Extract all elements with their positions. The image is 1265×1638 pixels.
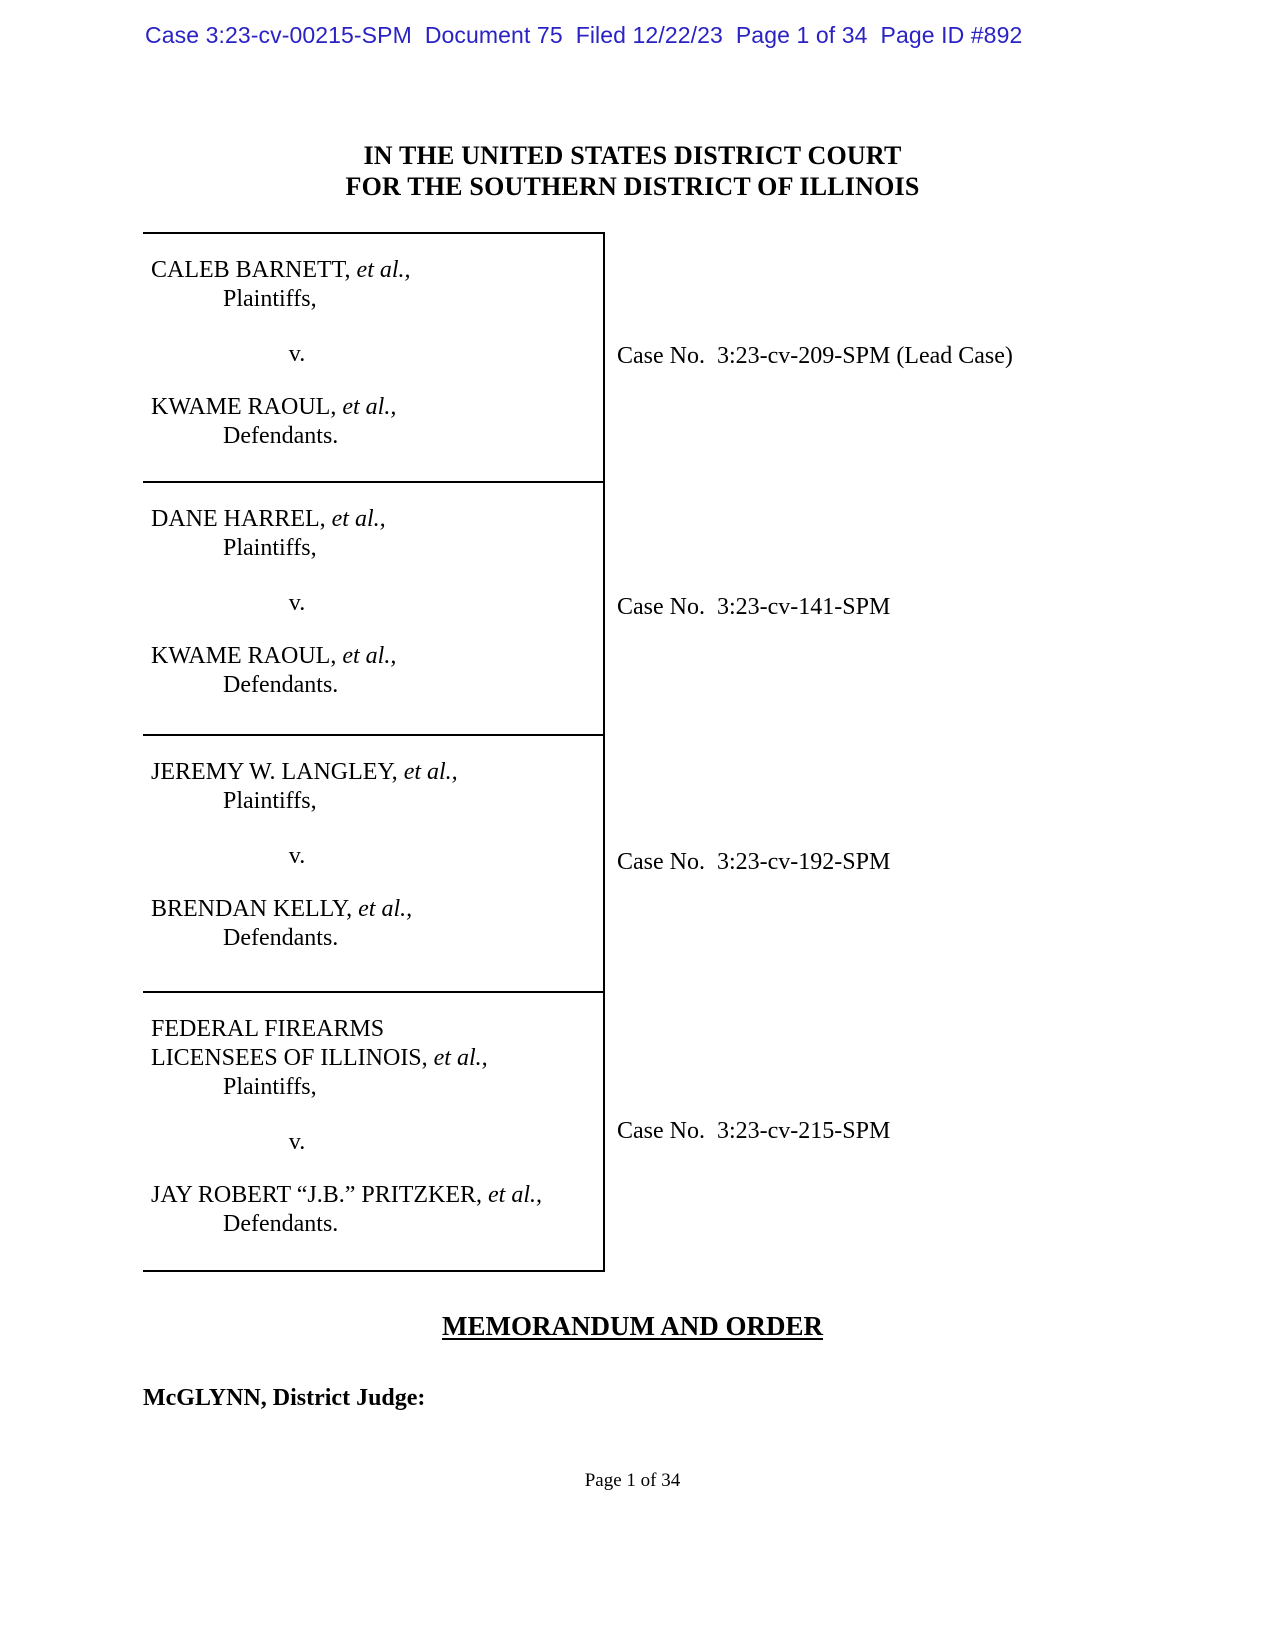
ecf-page-id: Page ID #892 [880,22,1023,48]
plaintiff-name: DANE HARREL, et al., [151,505,593,534]
caption-case-number-cell: Case No. 3:23-cv-215-SPM [605,991,1088,1272]
case-number: Case No. 3:23-cv-192-SPM [617,849,891,875]
plaintiff-name: JEREMY W. LANGLEY, et al., [151,758,593,787]
ecf-document-number: Document 75 [424,22,563,48]
defendant-etal: et al., [482,1182,543,1208]
plaintiff-role: Plaintiffs, [223,788,317,814]
defendant-name: KWAME RAOUL, et al., [151,642,593,671]
defendant-etal: et al., [336,394,397,420]
court-title-line-1: IN THE UNITED STATES DISTRICT COURT [363,141,902,170]
defendant-name-text: KWAME RAOUL, [151,394,337,420]
caption-block: FEDERAL FIREARMS LICENSEES OF ILLINOIS, … [143,991,1088,1272]
case-number: Case No. 3:23-cv-141-SPM [617,594,891,620]
plaintiff-name-text: DANE HARREL, [151,506,326,532]
judge-signature-line: McGLYNN, District Judge: [143,1385,426,1411]
defendant-name-text: JAY ROBERT “J.B.” PRITZKER, [151,1182,483,1208]
defendant-name-text: BRENDAN KELLY, [151,896,353,922]
versus-label: v. [288,843,306,869]
defendant-name: KWAME RAOUL, et al., [151,393,593,422]
defendant-etal: et al., [336,643,397,669]
defendant-role: Defendants. [223,925,339,951]
court-title-line-2: FOR THE SOUTHERN DISTRICT OF ILLINOIS [345,172,920,201]
document-heading: MEMORANDUM AND ORDER [0,1311,1265,1342]
versus-label: v. [288,341,306,367]
defendant-role: Defendants. [223,423,339,449]
plaintiff-name-text: CALEB BARNETT, [151,257,351,283]
caption-parties: FEDERAL FIREARMS LICENSEES OF ILLINOIS, … [143,991,605,1272]
plaintiff-name-text: JEREMY W. LANGLEY, [151,759,398,785]
ecf-page-number: Page 1 of 34 [735,22,868,48]
document-heading-text: MEMORANDUM AND ORDER [442,1311,823,1341]
defendant-role: Defendants. [223,672,339,698]
plaintiff-role: Plaintiffs, [223,286,317,312]
page-footer: Page 1 of 34 [584,1470,681,1491]
case-number: Case No. 3:23-cv-215-SPM [617,1118,891,1144]
versus-label: v. [288,1129,306,1155]
caption-parties: DANE HARREL, et al., Plaintiffs, v. KWAM… [143,481,605,734]
defendant-name: BRENDAN KELLY, et al., [151,895,593,924]
caption-case-number-cell: Case No. 3:23-cv-141-SPM [605,481,1088,734]
caption-case-number-cell: Case No. 3:23-cv-192-SPM [605,734,1088,991]
plaintiff-name: CALEB BARNETT, et al., [151,256,593,285]
court-title: IN THE UNITED STATES DISTRICT COURT FOR … [0,140,1265,202]
plaintiff-name-text: FEDERAL FIREARMS LICENSEES OF ILLINOIS, [151,1016,428,1071]
plaintiff-etal: et al., [397,759,458,785]
ecf-header-stamp: Case 3:23-cv-00215-SPM Document 75 Filed… [145,22,1022,49]
plaintiff-etal: et al., [427,1045,488,1071]
case-number: Case No. 3:23-cv-209-SPM (Lead Case) [617,343,1013,369]
versus-label: v. [288,590,306,616]
caption-parties: JEREMY W. LANGLEY, et al., Plaintiffs, v… [143,734,605,991]
defendant-name: JAY ROBERT “J.B.” PRITZKER, et al., [151,1181,593,1210]
ecf-filed-date: Filed 12/22/23 [575,22,723,48]
plaintiff-role: Plaintiffs, [223,1074,317,1100]
plaintiff-role: Plaintiffs, [223,535,317,561]
defendant-name-text: KWAME RAOUL, [151,643,337,669]
caption-case-number-cell: Case No. 3:23-cv-209-SPM (Lead Case) [605,232,1088,481]
caption-block: JEREMY W. LANGLEY, et al., Plaintiffs, v… [143,734,1088,991]
defendant-etal: et al., [352,896,413,922]
ecf-case-number: Case 3:23-cv-00215-SPM [145,22,412,48]
caption-parties: CALEB BARNETT, et al., Plaintiffs, v. KW… [143,232,605,481]
case-caption-table: CALEB BARNETT, et al., Plaintiffs, v. KW… [143,232,1088,1272]
defendant-role: Defendants. [223,1211,339,1237]
caption-block: DANE HARREL, et al., Plaintiffs, v. KWAM… [143,481,1088,734]
caption-block: CALEB BARNETT, et al., Plaintiffs, v. KW… [143,232,1088,481]
plaintiff-name: FEDERAL FIREARMS LICENSEES OF ILLINOIS, … [151,1015,593,1073]
plaintiff-etal: et al., [325,506,386,532]
plaintiff-etal: et al., [350,257,411,283]
